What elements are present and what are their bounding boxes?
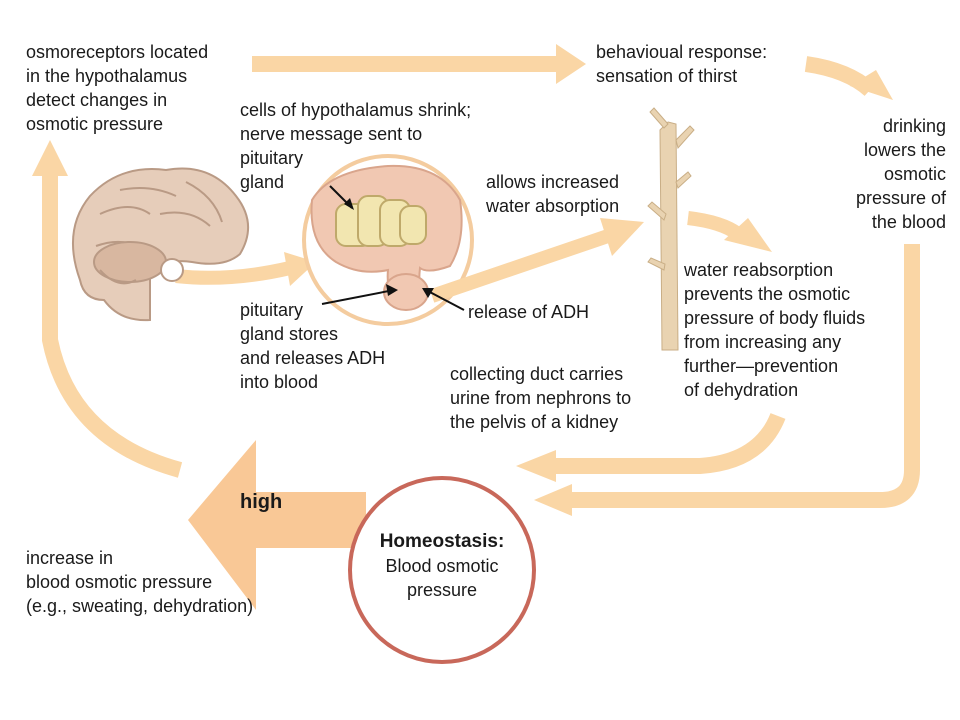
collecting-duct-image	[647, 107, 695, 351]
pointer-pituitary-stores	[321, 284, 398, 305]
high-arrow	[188, 440, 366, 610]
label-high: high	[240, 491, 283, 513]
label-increase: increase in blood osmotic pressure (e.g.…	[26, 548, 254, 616]
arrow-duct-to-reabsorption	[687, 211, 772, 252]
arrow-high-to-osmoreceptors	[32, 140, 183, 478]
arrow-reabsorption-to-homeostasis	[516, 412, 786, 482]
arrow-drinking-to-homeostasis	[534, 244, 920, 516]
arrow-to-thirst	[252, 44, 586, 84]
hypothalamus-cells	[335, 195, 427, 247]
pointer-release-adh	[422, 288, 465, 311]
arrow-adh-to-duct	[429, 218, 644, 303]
label-allows-absorption: allows increased water absorption	[486, 172, 620, 216]
label-cells-shrink: cells of hypothalamus shrink; nerve mess…	[240, 100, 472, 192]
pointer-cells	[329, 185, 354, 210]
homeostasis-text: Homeostasis: Blood osmotic pressure	[348, 530, 536, 602]
brain-image	[71, 167, 250, 322]
label-collecting-duct: collecting duct carries urine from nephr…	[450, 364, 632, 432]
homeostasis-subtitle: Blood osmotic pressure	[385, 556, 499, 600]
label-pituitary-stores: pituitary gland stores and releases ADH …	[240, 300, 386, 392]
hypothalamus-marker	[160, 258, 184, 282]
label-osmoreceptors: osmoreceptors located in the hypothalamu…	[26, 42, 209, 134]
homeostasis-title: Homeostasis:	[379, 531, 505, 552]
label-water-reabsorption: water reabsorption prevents the osmotic …	[684, 260, 866, 400]
label-behavioural-response: behavioual response: sensation of thirst	[596, 42, 768, 86]
label-drinking: drinking lowers the osmotic pressure of …	[855, 116, 946, 232]
label-release-adh: release of ADH	[468, 302, 590, 322]
homeostasis-circle	[348, 476, 536, 664]
arrow-thirst-to-drinking	[804, 56, 893, 100]
